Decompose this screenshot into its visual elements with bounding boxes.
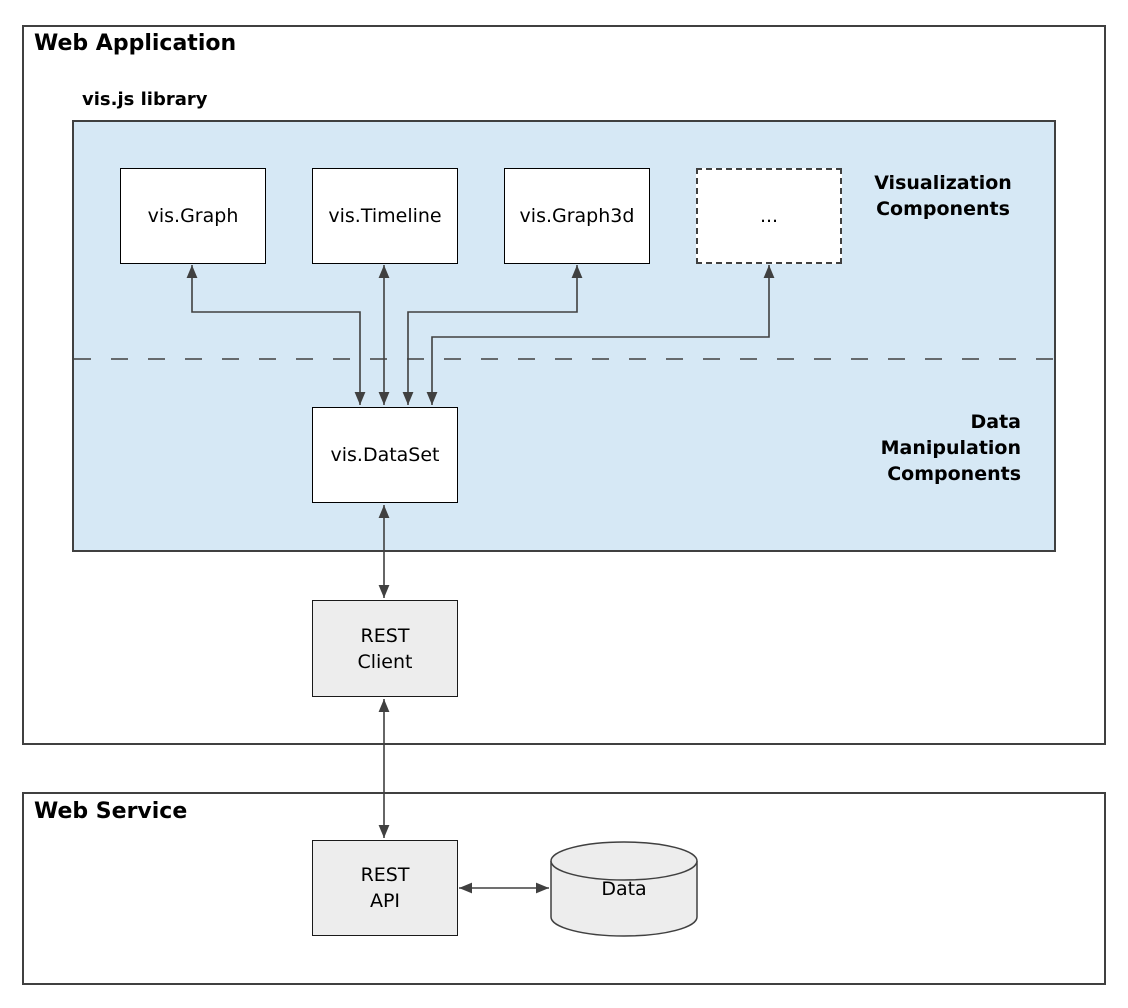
node-vis-dataset-label: vis.DataSet <box>330 444 440 466</box>
node-rest-client-label: REST Client <box>357 624 413 673</box>
node-vis-graph-label: vis.Graph <box>147 205 239 227</box>
visualization-components-label: Visualization Components <box>874 172 1012 220</box>
visjs-library-title: vis.js library <box>82 89 208 110</box>
database-cylinder <box>550 841 698 937</box>
web-application-title: Web Application <box>34 31 237 56</box>
node-vis-timeline: vis.Timeline <box>312 168 458 264</box>
database-cylinder-top <box>550 841 698 881</box>
node-rest-api-label: REST API <box>360 864 410 912</box>
node-rest-client: REST Client <box>312 600 458 697</box>
node-placeholder: ... <box>696 168 842 264</box>
node-vis-graph: vis.Graph <box>120 168 266 264</box>
data-manipulation-components-label: Data Manipulation Components <box>880 411 1021 485</box>
database-cylinder-body <box>550 861 698 937</box>
node-vis-graph3d: vis.Graph3d <box>504 168 650 264</box>
node-rest-api: REST API <box>312 840 458 936</box>
arrow-graph3d-dataset <box>402 265 583 405</box>
node-vis-dataset: vis.DataSet <box>312 407 458 503</box>
node-vis-timeline-label: vis.Timeline <box>328 205 442 227</box>
web-service-title: Web Service <box>34 799 188 824</box>
arrow-graph-dataset <box>186 265 366 405</box>
arrow-placeholder-dataset <box>426 265 775 405</box>
node-placeholder-label: ... <box>759 205 779 227</box>
database-label: Data <box>601 878 647 900</box>
node-vis-graph3d-label: vis.Graph3d <box>519 205 635 227</box>
